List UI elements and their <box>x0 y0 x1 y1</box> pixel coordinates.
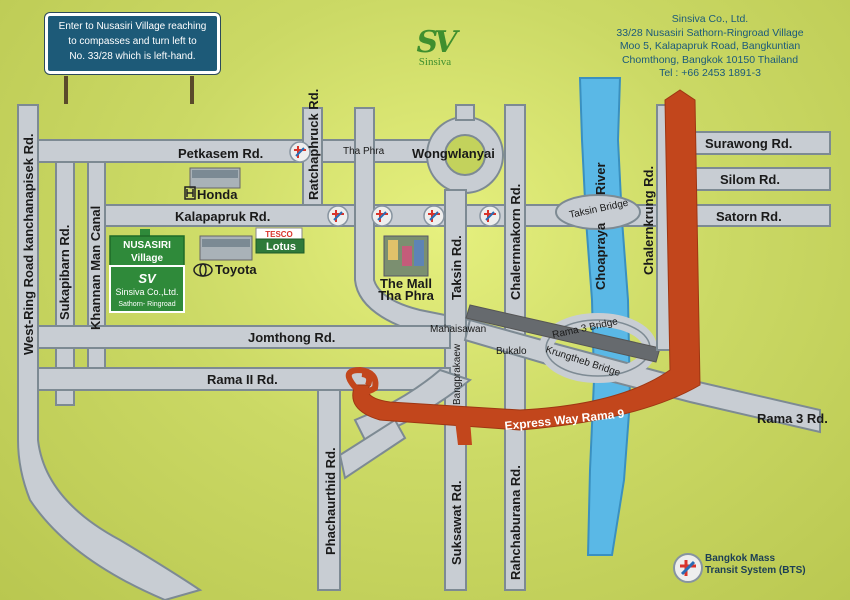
bts-marker-2 <box>327 205 349 227</box>
honda-showroom <box>189 167 241 189</box>
label-rama2: Rama II Rd. <box>207 372 278 387</box>
company-address-2: Moo 5, Kalapapruk Road, Bangkuntian <box>619 40 801 52</box>
label-bukalo: Bukalo <box>496 346 527 357</box>
sign-post-right <box>190 76 194 104</box>
label-mall-1: The Mall <box>380 276 432 291</box>
sign-post-left <box>64 76 68 104</box>
directions-sign: Enter to Nusasiri Village reaching to co… <box>45 13 220 74</box>
sign-line-3: No. 33/28 which is left-hand. <box>69 51 196 62</box>
label-mall-2: Tha Phra <box>378 288 434 303</box>
label-tha-phra: Tha Phra <box>343 146 385 157</box>
label-lotus: Lotus <box>266 241 296 253</box>
company-name: Sinsiva Co., Ltd. <box>671 13 749 25</box>
taksin-bridge-oval <box>555 194 641 230</box>
west-ring-road <box>17 104 203 600</box>
label-taksin: Taksin Rd. <box>449 235 464 300</box>
phachaurthid-road <box>317 389 341 591</box>
expressway-branch-down <box>455 420 472 445</box>
label-phachaurthid: Phachaurthid Rd. <box>323 447 338 555</box>
label-kalapapruk: Kalapapruk Rd. <box>175 209 270 224</box>
label-suksawat: Suksawat Rd. <box>449 480 464 565</box>
label-rama3-road: Rama 3 Rd. <box>757 411 828 426</box>
company-info: Sinsiva Co., Ltd. 33/28 Nusasiri Sathorn… <box>585 13 835 81</box>
petkasem-road <box>37 139 316 163</box>
nusasiri-company: Sinsiva Co.,Ltd. <box>115 287 178 297</box>
bts-legend-icon <box>673 553 703 583</box>
roundabout-center <box>444 134 486 176</box>
label-khannan: Khannan Man Canal <box>88 206 103 330</box>
label-satorn: Satorn Rd. <box>716 209 782 224</box>
label-wongwian: Wongwlanyai <box>412 146 495 161</box>
label-bangprakaew: Bangprakaew <box>452 343 463 405</box>
nusasiri-sub: Sathorn- Ringroad <box>118 301 175 308</box>
nusasiri-logo-mark: SV <box>138 271 157 286</box>
toyota-showroom <box>199 235 253 261</box>
sign-line-2: to compasses and turn left to <box>68 36 197 47</box>
logo-name: Sinsiva <box>418 56 452 68</box>
honda-icon <box>184 186 196 200</box>
logo-mark: SV <box>416 25 458 60</box>
label-silom: Silom Rd. <box>720 172 780 187</box>
expressway-loop <box>345 366 379 395</box>
label-river: River <box>593 162 608 195</box>
label-west-ring: West-Ring Road kanchanapisek Rd. <box>21 133 36 355</box>
sinsiva-logo: SV Sinsiva <box>400 25 470 68</box>
rama3-bridge-bar <box>465 304 661 363</box>
nusasiri-title: NUSASIRI <box>123 240 171 251</box>
bts-legend-line-1: Bangkok Mass <box>705 553 776 564</box>
bts-legend: Bangkok Mass Transit System (BTS) <box>705 553 806 577</box>
label-sukapibarn: Sukapibarn Rd. <box>57 225 72 320</box>
company-address-3: Chomthong, Bangkok 10150 Thailand <box>621 53 799 66</box>
bts-marker-5 <box>479 205 501 227</box>
sign-line-1: Enter to Nusasiri Village reaching <box>58 21 207 32</box>
tesco-lotus-logo <box>255 227 305 254</box>
bts-marker-3 <box>371 205 393 227</box>
label-toyota: Toyota <box>215 262 257 277</box>
nusasiri-village: Village <box>131 253 163 264</box>
label-honda: Honda <box>197 187 238 202</box>
bts-marker-1 <box>289 141 311 163</box>
the-mall-building <box>383 235 429 277</box>
label-choapraya: Choapraya <box>593 222 608 290</box>
rama2-sw-curve <box>338 418 407 480</box>
company-tel: Tel : +66 2453 1891-3 <box>659 67 761 79</box>
expressway-rama9 <box>352 89 701 431</box>
bts-marker-4 <box>423 205 445 227</box>
label-petkasem: Petkasem Rd. <box>178 146 263 161</box>
company-address-1: 33/28 Nusasiri Sathorn-Ringroad Village <box>616 26 804 39</box>
label-jomthong: Jomthong Rd. <box>248 330 335 345</box>
label-chalernnakorn: Chalernnakorn Rd. <box>508 184 523 300</box>
jomthong-road <box>37 325 451 349</box>
roundabout-north <box>455 104 475 121</box>
label-chalernkrung: Chalernkrung Rd. <box>641 166 656 275</box>
ratchaphruck-road <box>302 107 323 206</box>
rama3-road <box>463 318 821 434</box>
label-ratchaphruck: Ratchaphruck Rd. <box>306 89 321 200</box>
label-tesco: TESCO <box>265 230 293 239</box>
nusasiri-sign <box>109 229 185 313</box>
label-mahaisawan: Mahaisawan <box>430 324 486 335</box>
bts-legend-line-2: Transit System (BTS) <box>705 565 806 576</box>
toyota-icon <box>193 263 213 277</box>
label-surawong: Surawong Rd. <box>705 136 792 151</box>
label-rahchaburana: Rahchaburana Rd. <box>508 465 523 580</box>
